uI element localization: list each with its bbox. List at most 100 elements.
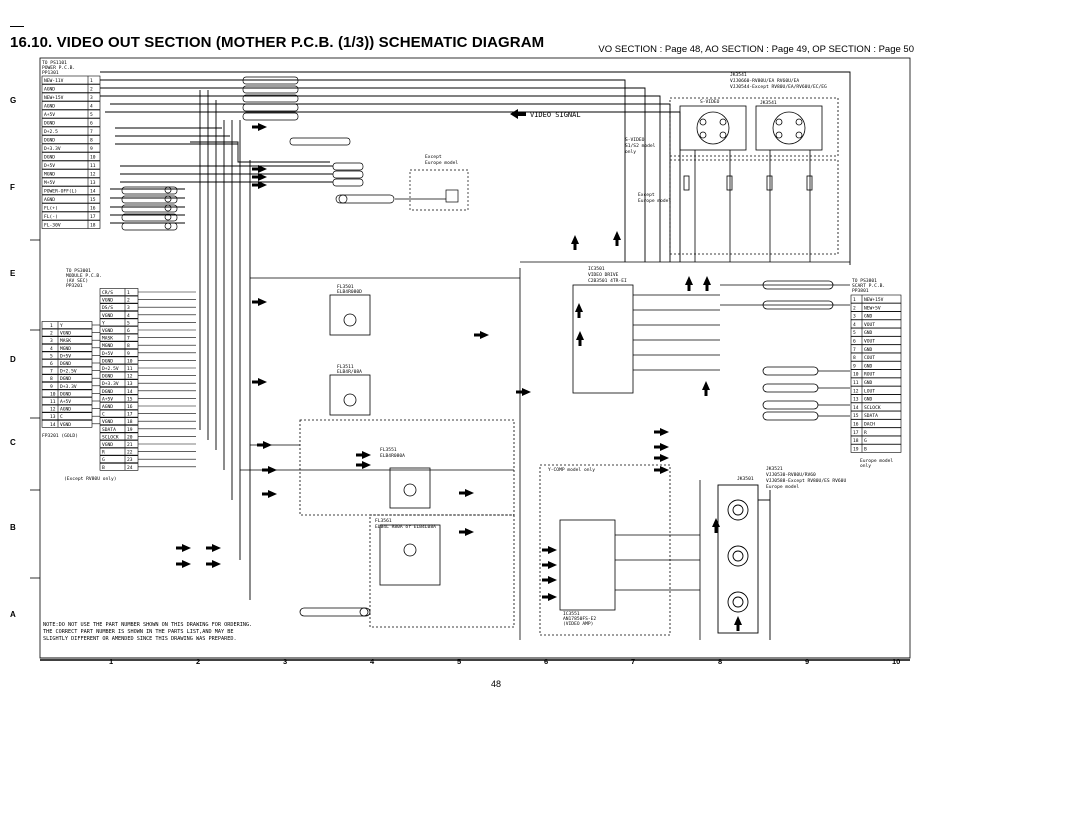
signal-arrow [252, 173, 267, 181]
note-line-1: NOTE:DO NOT USE THE PART NUMBER SHOWN ON… [43, 622, 252, 628]
schematic-frame [39, 57, 911, 659]
module-pin-number: 16 [127, 404, 133, 410]
column-label: 3 [283, 657, 287, 666]
power-pin-number: 6 [90, 121, 93, 127]
power-pin-name: AGND [44, 104, 55, 110]
module-left-pin-number: 2 [50, 331, 53, 337]
signal-arrow [252, 298, 267, 306]
module-pin-number: 12 [127, 374, 133, 380]
signal-arrow [654, 466, 669, 474]
note-line-3: SLIGHTLY DIFFERENT OR AMENDED SINCE THIS… [43, 636, 237, 642]
module-left-pin-name: D+5V [60, 353, 71, 359]
power-connector-title: POWER P.C.B. [42, 65, 75, 71]
module-left-pin-name: MASK [60, 338, 71, 344]
scart-pin-number: 19 [853, 446, 859, 452]
scart-pin-name: GND [864, 397, 873, 403]
module-pin-name: D+3.3V [102, 381, 119, 387]
scart-pin-number: 18 [853, 438, 859, 444]
module-pin-name: DGND [102, 374, 113, 380]
column-label: 6 [544, 657, 548, 666]
power-pin-number: 15 [90, 197, 96, 203]
module-pin-name: DGND [102, 358, 113, 364]
title-rule [10, 26, 24, 27]
module-pin-number: 7 [127, 336, 130, 342]
power-pin-name: FL-30V [44, 223, 61, 229]
signal-arrow [252, 165, 267, 173]
svg-text:ELB4R/08A: ELB4R/08A [337, 369, 362, 375]
scart-pin-name: GND [864, 347, 873, 353]
module-pin-name: DGND [102, 389, 113, 395]
signal-arrow [356, 461, 371, 469]
power-pin-number: 9 [90, 146, 93, 152]
module-pin-name: C [102, 412, 105, 418]
module-left-pin-number: 3 [50, 338, 53, 344]
power-pin-name: DGND [44, 121, 55, 127]
svg-text:FL3551: FL3551 [380, 447, 397, 453]
svg-text:IC3551: IC3551 [563, 611, 580, 617]
signal-arrow [542, 593, 557, 601]
module-left-pin-number: 12 [50, 407, 56, 413]
column-label: 1 [109, 657, 113, 666]
svg-text:(VIDEO AMP): (VIDEO AMP) [563, 621, 593, 627]
module-pin-name: DS/S [102, 305, 113, 311]
module-left-pin-number: 11 [50, 399, 56, 405]
note-line-2: THE CORRECT PART NUMBER IS SHOWN IN THE … [43, 629, 234, 635]
scart-pin-name: GND [864, 314, 873, 320]
scart-pin-name: VOUT [864, 322, 875, 328]
power-pin-number: 18 [90, 223, 96, 229]
svg-text:S1/S2 model: S1/S2 model [625, 143, 656, 149]
svg-text:FL3501: FL3501 [337, 284, 354, 290]
power-pin-number: 11 [90, 163, 96, 169]
scart-pin-name: GND [864, 363, 873, 369]
zone-label: G [10, 96, 16, 105]
op-box [299, 607, 371, 617]
module-left-pin-number: 14 [50, 422, 56, 428]
module-pin-name: B [102, 465, 105, 471]
scart-pin-name: VOUT [864, 339, 875, 345]
scart-pin-number: 6 [853, 339, 856, 345]
scart-note: Europe model [860, 458, 893, 464]
module-left-pin-name: Y [60, 323, 63, 329]
jk3521-rca-jacks [717, 484, 771, 640]
scart-pin-name: LOUT [864, 388, 875, 394]
module-left-pin-name: D+3.3V [60, 384, 77, 390]
scart-pin-name: SDATA [864, 413, 878, 419]
module-pin-number: 13 [127, 381, 133, 387]
module-pin-name: MGND [102, 343, 113, 349]
module-left-pin-number: 13 [50, 414, 56, 420]
scart-pin-number: 5 [853, 330, 856, 336]
module-left-pin-name: C [60, 414, 63, 420]
power-pin-name: AGND [44, 197, 55, 203]
power-pin-name: DGND [44, 138, 55, 144]
svg-text:Europe model: Europe model [638, 198, 671, 204]
scart-pin-name: R [864, 430, 867, 436]
power-pin-number: 12 [90, 172, 96, 178]
module-pin-name: G [102, 457, 105, 463]
svg-text:Except: Except [425, 154, 442, 160]
signal-arrow [703, 276, 711, 291]
module-left-pin-name: A+5V [60, 399, 71, 405]
ic3501-video-drive [519, 261, 850, 640]
signal-arrow [576, 331, 584, 346]
scart-note: only [860, 463, 871, 469]
module-pin-name: D+2.5V [102, 366, 119, 372]
signal-arrow [262, 490, 277, 498]
module-pin-number: 11 [127, 366, 133, 372]
signal-arrow [613, 231, 621, 246]
module-left-pin-number: 1 [50, 323, 53, 329]
svg-text:FL3561: FL3561 [375, 518, 392, 524]
signal-arrow [712, 518, 720, 533]
scart-pin-name: NEW+5V [864, 305, 881, 311]
signal-arrow [356, 451, 371, 459]
signal-arrow [474, 331, 489, 339]
module-pin-name: VGND [102, 313, 113, 319]
scart-pin-name: NEW+15V [864, 297, 884, 303]
svg-text:VJJ0544-Except RV80U/EA/RV60U/: VJJ0544-Except RV80U/EA/RV60U/EC/EG [730, 84, 827, 90]
module-left-pin-number: 4 [50, 346, 53, 352]
scart-pin-number: 9 [853, 363, 856, 369]
signal-arrow [252, 123, 267, 131]
zone-label: C [10, 438, 16, 447]
scart-pin-name: GND [864, 330, 873, 336]
module-pin-number: 1 [127, 290, 130, 296]
signal-arrow [542, 576, 557, 584]
